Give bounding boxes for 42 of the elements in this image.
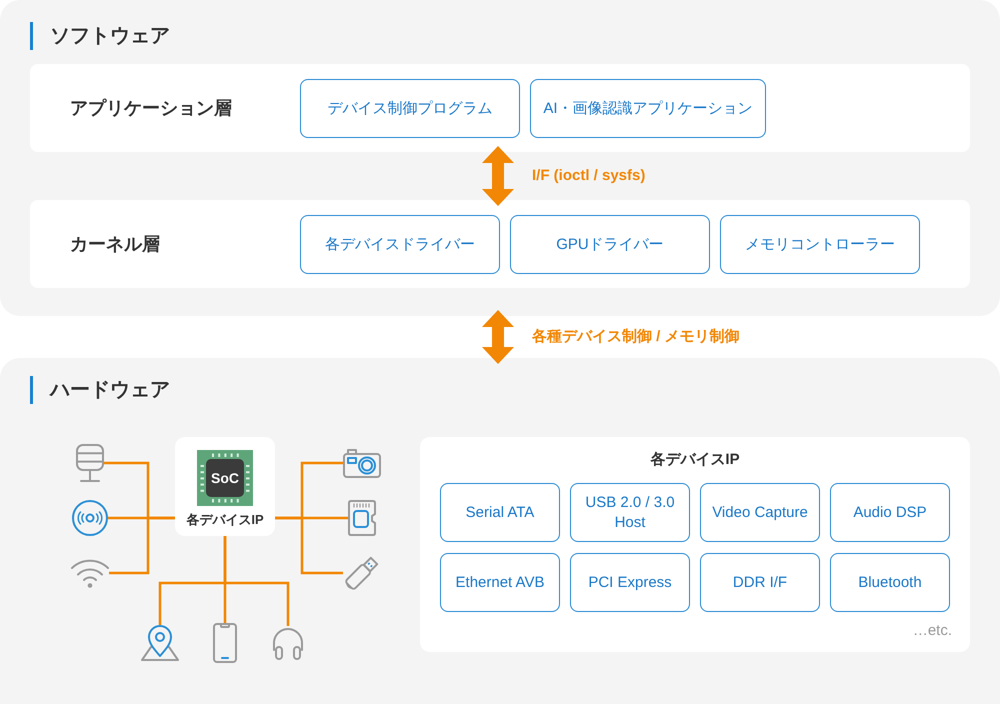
application-box: AI・画像認識アプリケーション xyxy=(530,79,766,138)
camera-icon xyxy=(343,448,381,478)
connector-line xyxy=(224,536,290,626)
driver-box: 各デバイスドライバー xyxy=(300,215,500,274)
ip-block-box: Serial ATA xyxy=(440,483,560,542)
ip-block-box: Bluetooth xyxy=(830,553,950,612)
section-panel xyxy=(0,0,1000,316)
layer-title: アプリケーション層 xyxy=(70,97,232,120)
ip-block-box: PCI Express xyxy=(570,553,690,612)
connector-line xyxy=(275,516,343,574)
double-arrow xyxy=(482,310,514,364)
layer-title: カーネル層 xyxy=(70,233,160,256)
wifi-icon xyxy=(71,558,109,588)
sd-card-icon xyxy=(348,500,376,536)
map-pin-icon xyxy=(141,625,179,661)
smartphone-icon xyxy=(213,623,237,663)
ip-block-box: Ethernet AVB xyxy=(440,553,560,612)
ip-panel xyxy=(420,437,970,652)
driver-box: GPUドライバー xyxy=(510,215,710,274)
chip-label: SoC xyxy=(211,470,239,486)
application-box: デバイス制御プログラム xyxy=(300,79,520,138)
database-icon xyxy=(76,444,104,482)
panel-title: 各デバイスIP xyxy=(650,450,740,470)
soc-card xyxy=(175,437,275,536)
layer-panel xyxy=(30,64,970,152)
edge-label: I/F (ioctl / sysfs) xyxy=(530,166,648,186)
ip-block-box: Video Capture xyxy=(700,483,820,542)
section-title: ハードウェア xyxy=(50,378,170,403)
ip-block-box: Audio DSP xyxy=(830,483,950,542)
disc-icon xyxy=(72,500,108,536)
ip-block-box: USB 2.0 / 3.0 Host xyxy=(570,483,690,542)
ip-block-box: DDR I/F xyxy=(700,553,820,612)
section-title: ソフトウェア xyxy=(50,24,170,49)
layer-panel xyxy=(30,200,970,288)
double-arrow xyxy=(482,146,514,206)
section-panel xyxy=(0,358,1000,704)
soc-caption: 各デバイスIP xyxy=(186,512,264,528)
usb-stick-icon xyxy=(343,554,381,592)
driver-box: メモリコントローラー xyxy=(720,215,920,274)
etc-note: …etc. xyxy=(912,622,952,640)
connector-line xyxy=(109,516,175,574)
headphones-icon xyxy=(271,626,305,660)
